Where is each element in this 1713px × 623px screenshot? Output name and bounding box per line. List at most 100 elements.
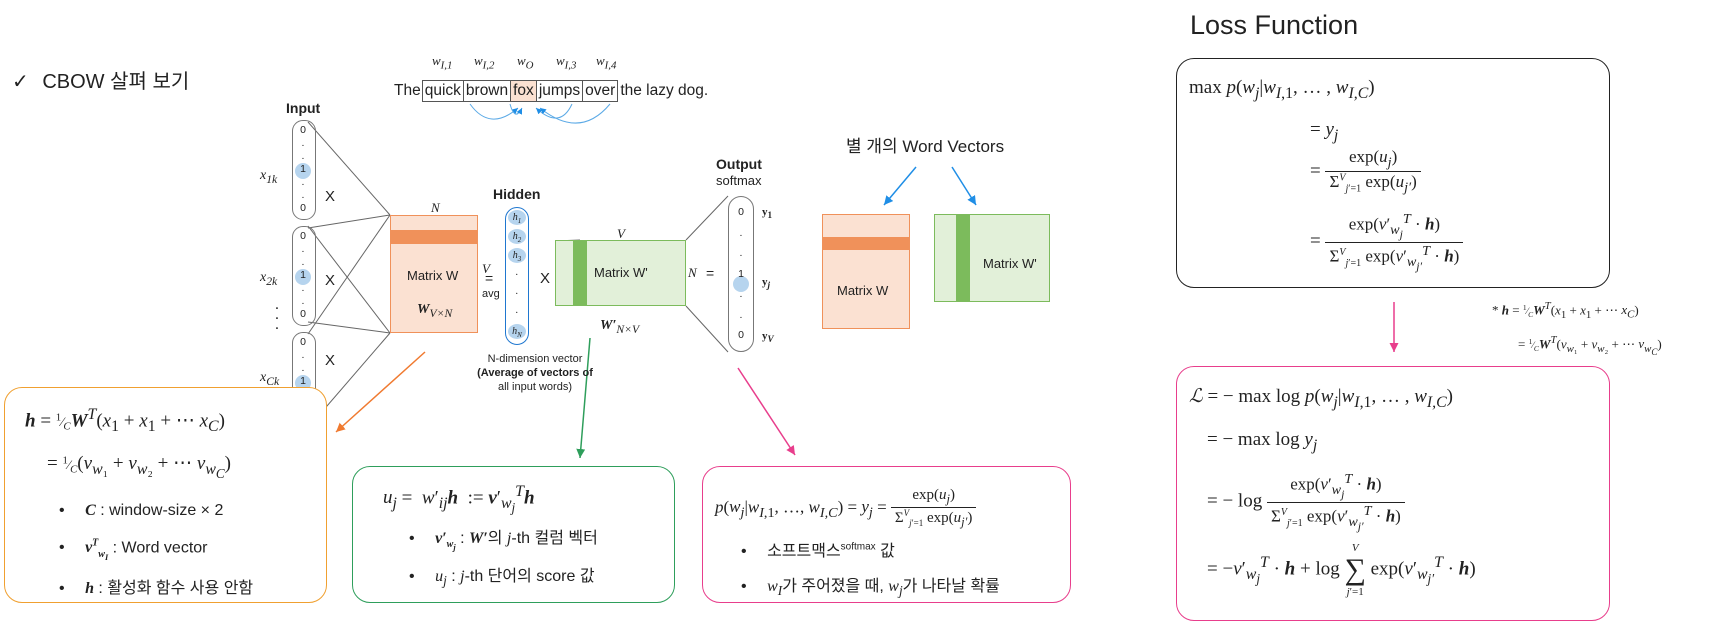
softmax-bullet-probability: wI가 주어졌을 때, wj가 나타날 확률 (741, 572, 1000, 599)
matrix-wp-column-bar (573, 241, 587, 305)
output-label-yj: yj (762, 276, 771, 291)
matrix-wp-dim-v: V (617, 226, 625, 241)
softmax-explanation-box: p(wj|wI,1, …, wI,C) = yj = exp(uj) ΣVj′=… (702, 466, 1071, 603)
output-cell-0: 0 (738, 206, 744, 218)
input-label-xck: xCk (260, 370, 280, 388)
input-cell-3-2: . (301, 362, 305, 374)
hidden-bullet-activation-symbol: h (85, 580, 94, 597)
score-bullet-score: uj : j-th 단어의 score 값 (409, 562, 595, 589)
word-vectors-matrix-w-prime: Matrix W' (934, 214, 1050, 302)
hidden-explanation-box: h = 1⁄CWT(x1 + x1 + ⋯ xC) = 1⁄C(vw₁ + vw… (4, 387, 327, 603)
input-cell-2-1: . (301, 243, 305, 255)
score-bullet-score-symbol: uj (435, 568, 447, 589)
hidden-bullet-window-symbol: C (85, 502, 96, 519)
hidden-avg: avg (482, 288, 500, 300)
word-quick: quick (421, 79, 464, 102)
softmax-bullet-probability-text: wI가 주어졌을 때, wj가 나타날 확률 (767, 578, 1000, 599)
ndim-note-line1: N-dimension vector (487, 353, 583, 365)
ndim-note-line3: all input words) (498, 381, 572, 393)
label-w-o: wO (517, 53, 534, 72)
checkmark-icon: ✓ (12, 71, 29, 93)
ndim-note-line2: (Average of vectors of (477, 367, 593, 379)
objective-line-4: = −v′wjT · h + log V ∑ j′=1 exp(v′wj′T ·… (1207, 542, 1476, 598)
section-heading: ✓ CBOW 살펴 보기 (12, 65, 189, 94)
word-the: The (394, 81, 421, 99)
input-one-hot-2 (295, 269, 311, 285)
input-cell-1-6: 0 (300, 202, 306, 214)
side-note-line1: * h = 1⁄CWT(x1 + x1 + ⋯ xC) (1492, 300, 1639, 321)
softmax-bullet-value-text: 소프트맥스softmax 값 (767, 541, 895, 560)
word-vectors-wp-column-bar (956, 215, 970, 301)
arrow-to-matrix-wp (951, 166, 977, 206)
loss-line-yj: = yj (1310, 119, 1339, 144)
output-softmax-label: softmax (716, 173, 762, 188)
score-explanation-box: uj = w′ijh := v′wjTh v′wj : W′의 j-th 컬럼 … (352, 466, 675, 603)
input-cell-3-0: 0 (300, 336, 306, 348)
output-equals: = (706, 265, 715, 281)
input-cell-2-3: 1 (300, 269, 306, 281)
hidden-equation-1: h = 1⁄CWT(x1 + x1 + ⋯ xC) (25, 406, 225, 436)
times-sign-2: X (325, 272, 336, 289)
output-cell-6: 0 (738, 329, 744, 341)
input-vector-1 (292, 120, 316, 220)
input-cell-2-5: . (301, 295, 305, 307)
word-fox: fox (510, 79, 537, 102)
hidden-equals: = (485, 270, 494, 286)
hidden-bullet-window-text: : window-size × 2 (100, 502, 224, 519)
input-cell-1-2: . (301, 150, 305, 162)
loss-line-max: max p(wj|wI,1, … , wI,C) (1189, 77, 1375, 102)
word-vectors-matrix-w: Matrix W (822, 214, 910, 329)
objective-line-3: = − log exp(v′wjT · h) ΣVj′=1 exp(v′wj′T… (1207, 471, 1405, 534)
hidden-bullet-activation: h : 활성화 함수 사용 안함 (59, 574, 253, 598)
input-cell-3-3: 1 (300, 375, 306, 387)
output-title: Output (716, 156, 762, 172)
times-sign-c: X (325, 352, 336, 369)
loss-line-vector-form: = exp(v′wjT · h) ΣVj′=1 exp(v′wj′T · h) (1310, 211, 1464, 274)
output-cell-4: . (739, 288, 743, 300)
hidden-cell-4: . (515, 286, 519, 297)
hidden-equation-2: = 1⁄C(vw₁ + vw₂ + ⋯ vwC) (47, 453, 231, 481)
word-rest: the lazy dog. (620, 81, 709, 99)
input-cell-1-4: . (301, 176, 305, 188)
score-bullet-column-symbol: v′wj (435, 530, 456, 553)
arrow-to-softmax-box (737, 367, 796, 456)
arrow-to-matrix-w (883, 166, 917, 206)
hidden-bullet-vector: vTwI : Word vector (59, 538, 208, 562)
hidden-cell-5: . (515, 305, 519, 316)
matrix-w-label: Matrix W (407, 268, 459, 283)
input-label-x2k: x2k (260, 270, 278, 288)
hidden-cell-6: hN (508, 324, 526, 339)
context-arcs (469, 103, 611, 124)
input-cell-1-5: . (301, 189, 305, 201)
example-sentence: The quick brown fox jumps over the lazy … (392, 78, 710, 103)
input-cell-2-2: . (301, 256, 305, 268)
matrix-w-prime: Matrix W' (555, 240, 686, 306)
word-brown: brown (462, 79, 512, 102)
input-one-hot-1 (295, 163, 311, 179)
word-jumps: jumps (535, 79, 584, 102)
input-cell-1-0: 0 (300, 124, 306, 136)
matrix-w-subscript: WV×N (417, 302, 453, 320)
score-bullet-score-text: : j-th 단어의 score 값 (451, 568, 595, 585)
hidden-cell-3: . (515, 267, 519, 278)
label-w-i3: wI,3 (556, 53, 577, 72)
softmax-equation: p(wj|wI,1, …, wI,C) = yj = exp(uj) ΣVj′=… (715, 487, 977, 530)
input-cell-2-0: 0 (300, 230, 306, 242)
input-cell-1-3: 1 (300, 163, 306, 175)
objective-line-2: = − max log yj (1207, 429, 1318, 454)
section-title: CBOW 살펴 보기 (42, 71, 190, 93)
hidden-bullet-window: C : window-size × 2 (59, 502, 223, 520)
output-cell-3: 1 (738, 267, 744, 280)
output-vector (728, 196, 754, 352)
hidden-title: Hidden (493, 186, 541, 202)
matrix-wp-subscript: W′N×V (600, 318, 640, 336)
word-vectors-w-label: Matrix W (837, 283, 889, 298)
matrix-w-dim-n: N (431, 200, 440, 215)
hidden-bullet-vector-text: : Word vector (112, 539, 208, 557)
label-w-i4: wI,4 (596, 53, 617, 72)
input-label-x1k: x1k (260, 168, 278, 186)
output-label-yv: yV (762, 330, 774, 345)
matrix-wp-label: Matrix W' (594, 265, 648, 280)
times-sign-1: X (325, 188, 336, 205)
